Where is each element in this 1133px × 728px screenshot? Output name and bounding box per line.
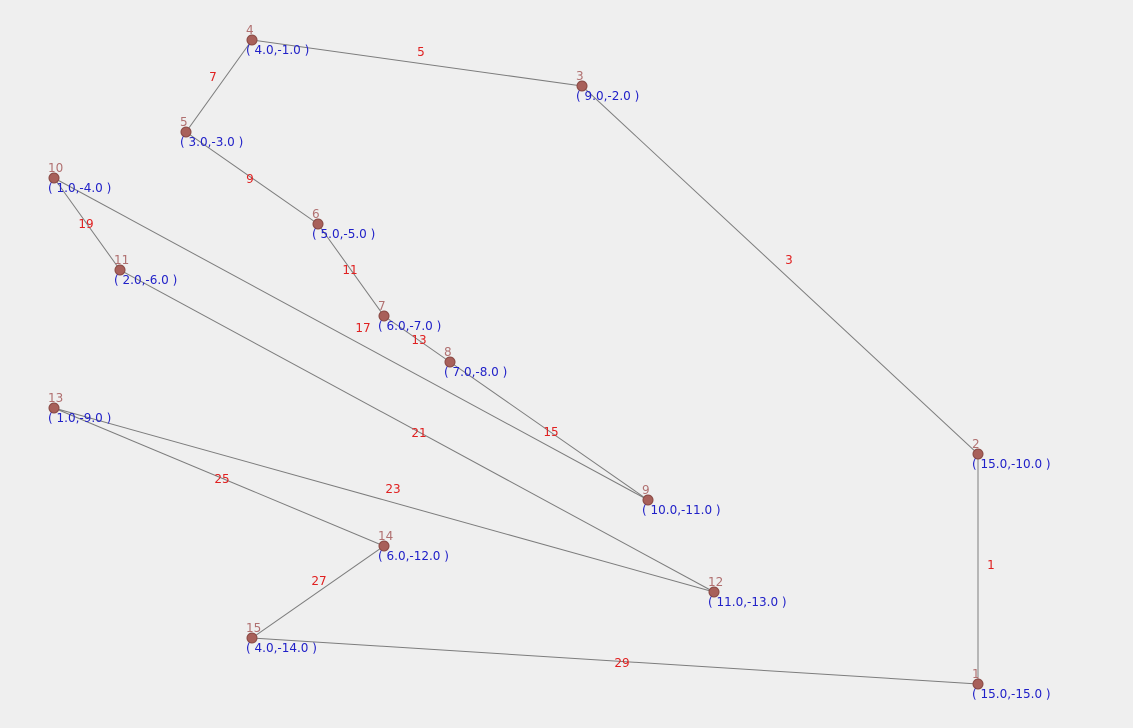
edge-label: 9	[246, 172, 254, 186]
node-id-label: 10	[48, 161, 63, 175]
node-marker[interactable]	[576, 80, 588, 92]
node-14[interactable]: 14 ( 6.0,-12.0 )	[378, 529, 449, 563]
node-13[interactable]: 13 ( 1.0,-9.0 )	[48, 391, 111, 425]
node-coordinate-label: ( 4.0,-1.0 )	[246, 43, 309, 57]
node-id-label: 11	[114, 253, 129, 267]
node-marker[interactable]	[246, 632, 258, 644]
node-id-label: 4	[246, 23, 254, 37]
node-coordinate-label: ( 7.0,-8.0 )	[444, 365, 507, 379]
edge-label: 3	[785, 253, 793, 267]
node-marker[interactable]	[180, 126, 192, 138]
node-marker[interactable]	[378, 310, 390, 322]
node-coordinate-label: ( 1.0,-9.0 )	[48, 411, 111, 425]
node-marker[interactable]	[312, 218, 324, 230]
edge-label: 17	[355, 321, 370, 335]
edge-label: 13	[411, 333, 426, 347]
node-id-label: 12	[708, 575, 723, 589]
node-coordinate-label: ( 15.0,-15.0 )	[972, 687, 1051, 701]
edges-layer	[53, 39, 979, 685]
edge-14-15	[251, 545, 385, 639]
node-coordinate-label: ( 11.0,-13.0 )	[708, 595, 787, 609]
node-6[interactable]: 6 ( 5.0,-5.0 )	[312, 207, 375, 241]
node-id-label: 1	[972, 667, 980, 681]
edge-label: 23	[385, 482, 400, 496]
edge-label: 21	[411, 426, 426, 440]
node-coordinate-label: ( 10.0,-11.0 )	[642, 503, 721, 517]
node-marker[interactable]	[246, 34, 258, 46]
node-marker[interactable]	[642, 494, 654, 506]
node-7[interactable]: 7 ( 6.0,-7.0 )	[378, 299, 441, 333]
node-3[interactable]: 3 ( 9.0,-2.0 )	[576, 69, 639, 103]
edge-label: 19	[78, 217, 93, 231]
edge-15-1	[251, 637, 979, 685]
node-id-label: 5	[180, 115, 188, 129]
node-id-label: 15	[246, 621, 261, 635]
node-id-label: 7	[378, 299, 386, 313]
node-marker[interactable]	[972, 448, 984, 460]
node-coordinate-label: ( 2.0,-6.0 )	[114, 273, 177, 287]
edge-label: 11	[342, 263, 357, 277]
node-marker[interactable]	[378, 540, 390, 552]
edge-label: 5	[417, 45, 425, 59]
node-15[interactable]: 15 ( 4.0,-14.0 )	[246, 621, 317, 655]
edge-6-7	[317, 223, 385, 317]
node-coordinate-label: ( 4.0,-14.0 )	[246, 641, 317, 655]
edge-label: 7	[209, 70, 217, 84]
node-marker[interactable]	[972, 678, 984, 690]
node-9[interactable]: 9 ( 10.0,-11.0 )	[642, 483, 721, 517]
node-id-label: 13	[48, 391, 63, 405]
node-2[interactable]: 2 ( 15.0,-10.0 )	[972, 437, 1051, 471]
node-id-label: 9	[642, 483, 650, 497]
node-coordinate-label: ( 9.0,-2.0 )	[576, 89, 639, 103]
edge-label: 27	[311, 574, 326, 588]
node-id-label: 6	[312, 207, 320, 221]
edge-label: 25	[214, 472, 229, 486]
edge-12-13	[53, 407, 715, 593]
edge-label: 1	[987, 558, 995, 572]
node-coordinate-label: ( 6.0,-7.0 )	[378, 319, 441, 333]
edge-4-5	[185, 39, 253, 133]
edge-9-10	[53, 177, 649, 501]
node-coordinate-label: ( 15.0,-10.0 )	[972, 457, 1051, 471]
node-10[interactable]: 10 ( 1.0,-4.0 )	[48, 161, 111, 195]
edge-label: 29	[614, 656, 629, 670]
edge-11-12	[119, 269, 715, 593]
node-1[interactable]: 1 ( 15.0,-15.0 )	[972, 667, 1051, 701]
node-id-label: 8	[444, 345, 452, 359]
nodes-layer: 1 ( 15.0,-15.0 ) 2 ( 15.0,-10.0 ) 3 ( 9.0,-2.…	[48, 23, 1051, 701]
node-marker[interactable]	[48, 172, 60, 184]
node-marker[interactable]	[48, 402, 60, 414]
edge-5-6	[185, 131, 319, 225]
edge-10-11	[53, 177, 121, 271]
node-id-label: 2	[972, 437, 980, 451]
node-11[interactable]: 11 ( 2.0,-6.0 )	[114, 253, 177, 287]
node-5[interactable]: 5 ( 3.0,-3.0 )	[180, 115, 243, 149]
edge-2-3	[581, 85, 979, 455]
node-marker[interactable]	[444, 356, 456, 368]
edge-label: 15	[543, 425, 558, 439]
node-marker[interactable]	[114, 264, 126, 276]
node-marker[interactable]	[708, 586, 720, 598]
edge-7-8	[383, 315, 451, 363]
node-12[interactable]: 12 ( 11.0,-13.0 )	[708, 575, 787, 609]
edge-3-4	[251, 39, 583, 87]
edge-8-9	[449, 361, 649, 501]
node-coordinate-label: ( 5.0,-5.0 )	[312, 227, 375, 241]
node-coordinate-label: ( 6.0,-12.0 )	[378, 549, 449, 563]
node-8[interactable]: 8 ( 7.0,-8.0 )	[444, 345, 507, 379]
node-coordinate-label: ( 1.0,-4.0 )	[48, 181, 111, 195]
node-4[interactable]: 4 ( 4.0,-1.0 )	[246, 23, 309, 57]
node-coordinate-label: ( 3.0,-3.0 )	[180, 135, 243, 149]
node-id-label: 14	[378, 529, 393, 543]
edge-13-14	[53, 407, 385, 547]
node-id-label: 3	[576, 69, 584, 83]
